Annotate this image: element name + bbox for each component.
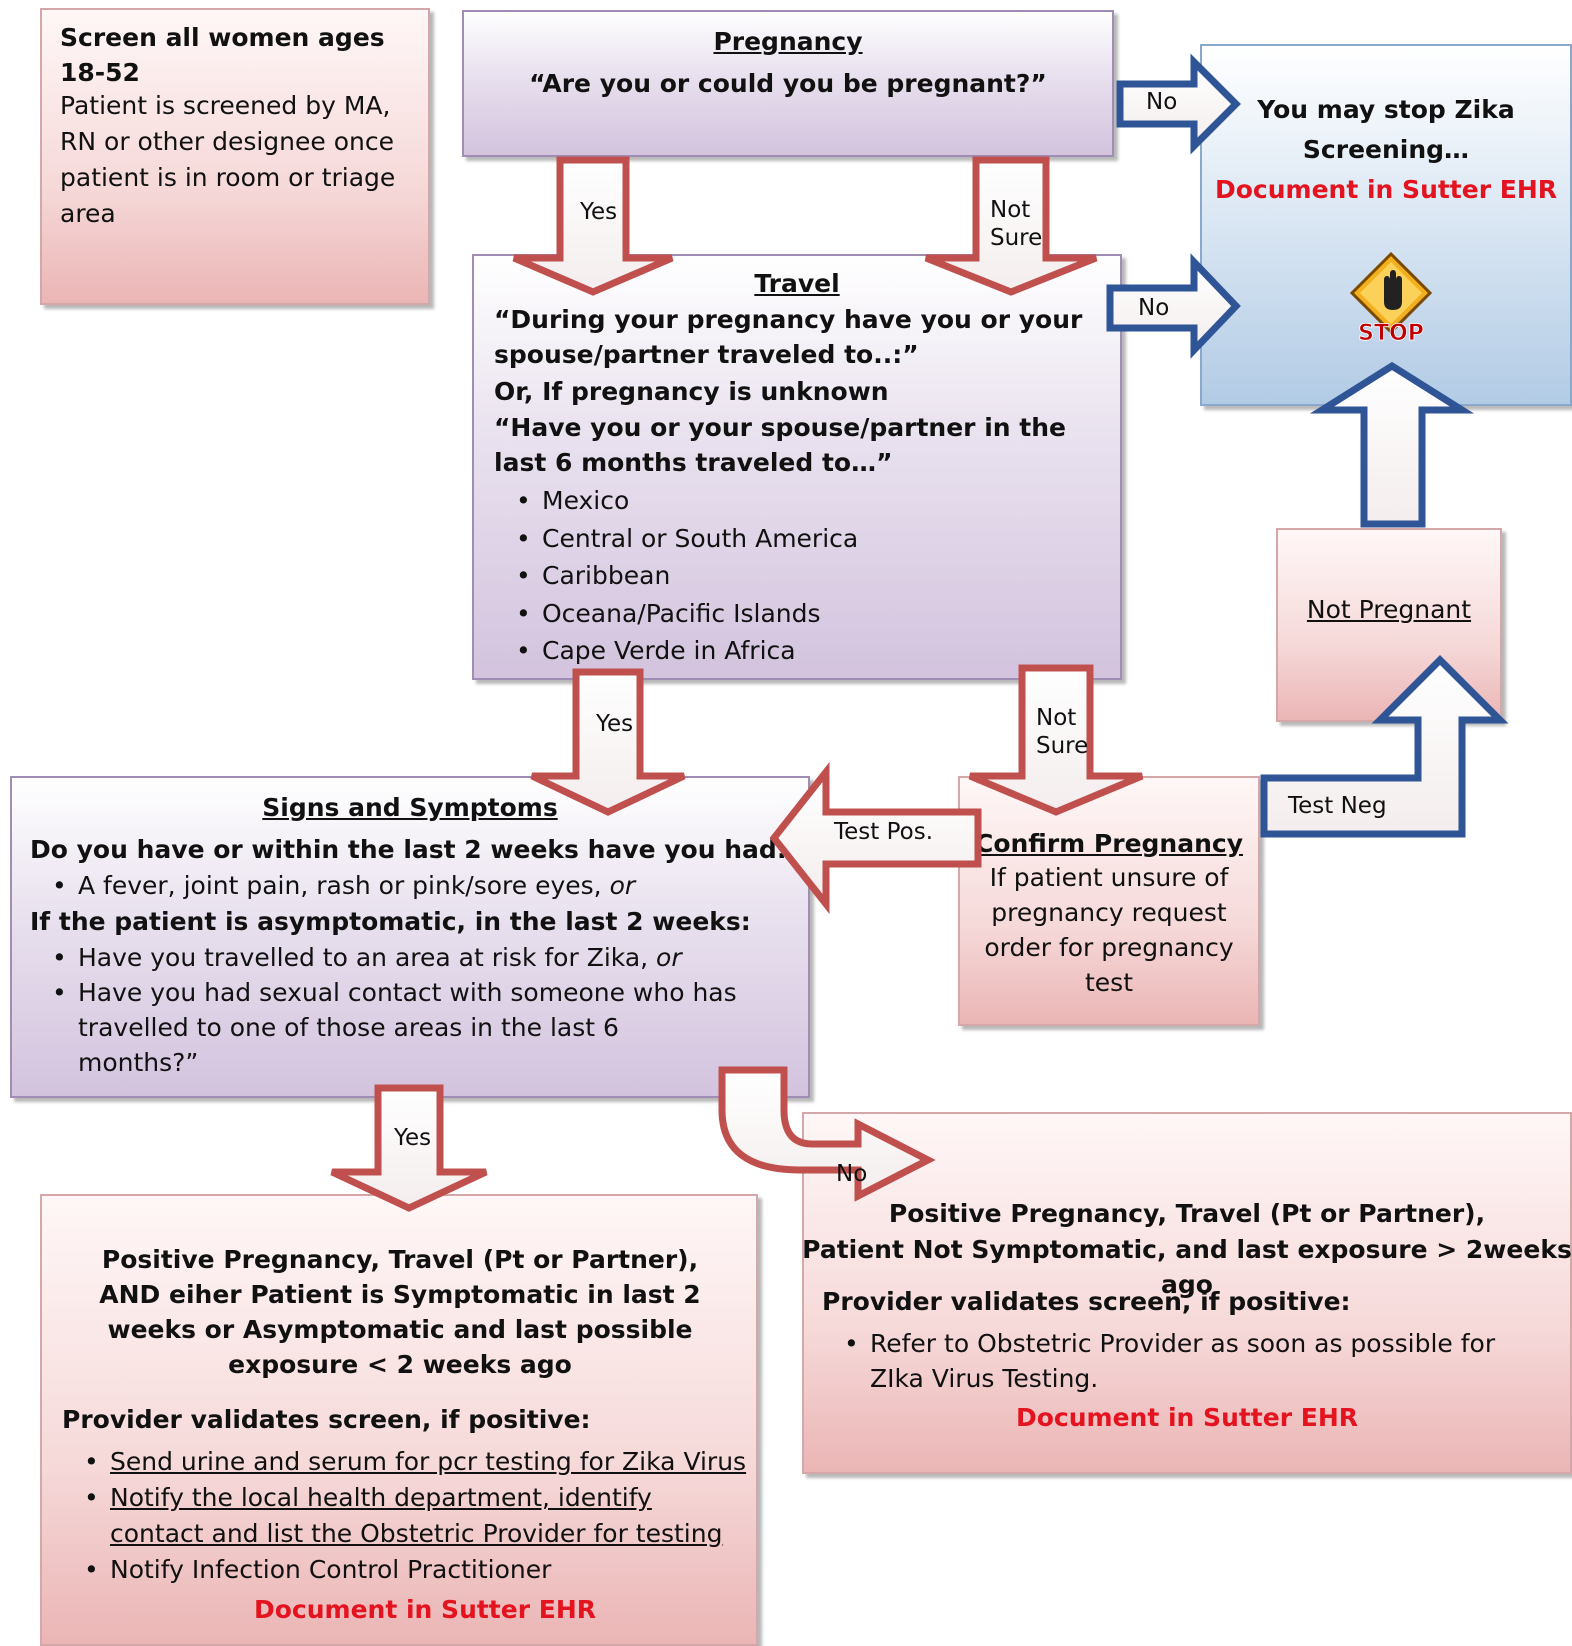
stop-hand-icon: STOP: [1348, 251, 1434, 348]
arrow-label-no-3: No: [836, 1161, 868, 1187]
travel-place-item: Caribbean: [516, 557, 1062, 595]
arrow-label-test-pos: Test Pos.: [834, 819, 934, 845]
travel-place-item: Central or South America: [516, 520, 1062, 558]
travel-place-item: Oceana/Pacific Islands: [516, 595, 1062, 633]
positive-item: Notify Infection Control Practitioner: [84, 1552, 750, 1588]
positive-validate: Provider validates screen, if positive:: [62, 1405, 591, 1434]
arrow-label-notsure-1a: Not: [990, 197, 1031, 223]
confirm-text: If patient unsure of pregnancy request o…: [984, 863, 1234, 997]
arrow-label-yes-2: Yes: [596, 711, 634, 737]
signs-item-3: Have you had sexual contact with someone…: [52, 975, 738, 1080]
positive-list: Send urine and serum for pcr testing for…: [84, 1444, 750, 1588]
positive-heading: Positive Pregnancy, Travel (Pt or Partne…: [99, 1245, 701, 1379]
pregnancy-question: “Are you or could you be pregnant?”: [529, 69, 1047, 98]
positive-item: Send urine and serum for pcr testing for…: [84, 1444, 750, 1480]
arrow-label-yes-1: Yes: [580, 199, 618, 225]
arrow-label-test-neg: Test Neg: [1288, 793, 1387, 819]
positive-document: Document in Sutter EHR: [253, 1595, 597, 1624]
arrow-label-notsure-2b: Sure: [1036, 733, 1089, 759]
negative-heading-1: Positive Pregnancy, Travel (Pt or Partne…: [888, 1199, 1486, 1228]
travel-place-item: Cape Verde in Africa: [516, 632, 1062, 670]
confirm-title: Confirm Pregnancy: [974, 829, 1244, 858]
signs-q1: Do you have or within the last 2 weeks h…: [30, 835, 787, 864]
signs-q2: If the patient is asymptomatic, in the l…: [30, 907, 751, 936]
travel-title: Travel: [754, 269, 840, 298]
pregnancy-title: Pregnancy: [713, 27, 863, 56]
signs-item-1: A fever, joint pain, rash or pink/sore e…: [52, 868, 798, 903]
signs-item-2: Have you travelled to an area at risk fo…: [52, 940, 738, 975]
svg-text:STOP: STOP: [1358, 321, 1424, 346]
arrow-label-no-1: No: [1146, 89, 1178, 115]
travel-q3: “Have you or your spouse/partner in the …: [494, 413, 1066, 477]
negative-item: Refer to Obstetric Provider as soon as p…: [844, 1326, 1530, 1396]
arrow-label-yes-3: Yes: [394, 1125, 432, 1151]
pregnancy-box: [462, 10, 1114, 157]
stop-document: Document in Sutter EHR: [1214, 175, 1558, 204]
signs-title: Signs and Symptoms: [262, 793, 558, 822]
screen-title: Screen all women ages 18-52: [60, 23, 385, 87]
signs-list-1: A fever, joint pain, rash or pink/sore e…: [52, 868, 798, 903]
travel-q1: “During your pregnancy have you or your …: [494, 305, 1083, 369]
stop-line2: Screening…: [1302, 135, 1470, 164]
not-pregnant-label: Not Pregnant: [1306, 595, 1472, 624]
negative-heading-2: Patient Not Symptomatic, and last exposu…: [802, 1235, 1572, 1299]
screen-box: [40, 8, 430, 305]
travel-q2: Or, If pregnancy is unknown: [494, 377, 889, 406]
signs-list-2: Have you travelled to an area at risk fo…: [52, 940, 738, 1080]
travel-place-item: Mexico: [516, 482, 1062, 520]
negative-validate: Provider validates screen, if positive:: [822, 1287, 1351, 1316]
travel-places-list: Mexico Central or South America Caribbea…: [516, 482, 1062, 670]
arrow-label-notsure-2a: Not: [1036, 705, 1077, 731]
arrow-label-notsure-1b: Sure: [990, 225, 1043, 251]
positive-item: Notify the local health department, iden…: [84, 1480, 750, 1552]
negative-list: Refer to Obstetric Provider as soon as p…: [844, 1326, 1530, 1396]
screen-text: Patient is screened by MA, RN or other d…: [60, 91, 396, 228]
negative-document: Document in Sutter EHR: [1015, 1403, 1359, 1432]
stop-line1: You may stop Zika: [1257, 95, 1515, 124]
arrow-label-no-2: No: [1138, 295, 1170, 321]
